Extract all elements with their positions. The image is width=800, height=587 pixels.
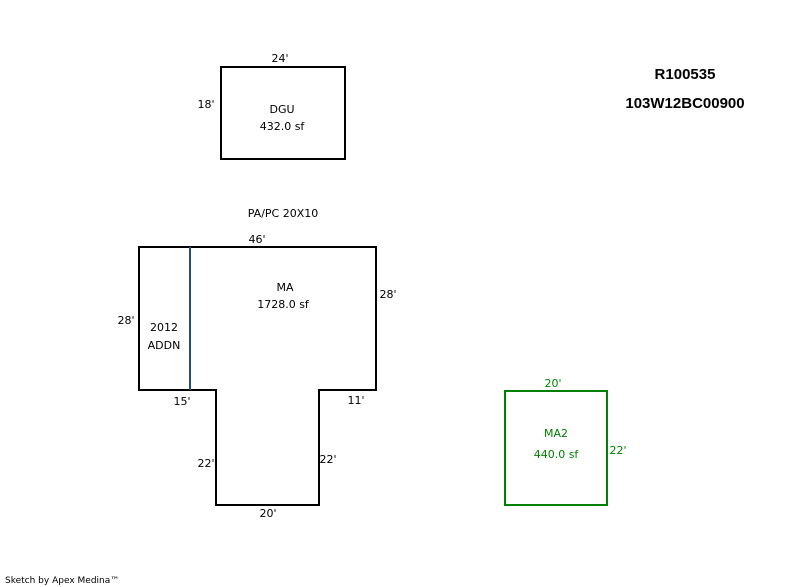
main-area-outline [138,246,377,506]
stem-right-label: 22' [319,453,336,466]
main-area-shape: 46' 28' 28' 15' 11' 22' 22' 20' MA 1728.… [117,233,396,520]
parcel-account: 103W12BC00900 [625,95,744,112]
parcel-id: R100535 [655,66,716,83]
dgu-outline [220,66,346,160]
stem-left-label: 22' [197,457,214,470]
ma2-height-label: 22' [609,444,626,457]
main-bottom-right-label: 11' [347,394,364,407]
dgu-area: 432.0 sf [260,120,306,133]
dgu-width-label: 24' [271,52,288,65]
main-right-label: 28' [379,288,396,301]
ma2-width-label: 20' [544,377,561,390]
main-top-label: 46' [248,233,265,246]
ma2-area: 440.0 sf [534,448,580,461]
ma2-name: MA2 [544,427,568,440]
stem-bottom-label: 20' [259,507,276,520]
sketch-credit: Sketch by Apex Medina™ [5,576,119,586]
addition-year: 2012 [150,321,178,334]
main-area-name: MA [276,281,293,294]
main-left-label: 28' [117,314,134,327]
dgu-name: DGU [269,103,294,116]
dgu-shape: 24' 18' DGU 432.0 sf [197,52,346,160]
main-area-value: 1728.0 sf [257,298,310,311]
main-bottom-left-label: 15' [173,395,190,408]
addition-name: ADDN [148,339,181,352]
porch-note: PA/PC 20X10 [248,207,319,220]
ma2-shape: 20' 22' MA2 440.0 sf [504,377,627,506]
dgu-height-label: 18' [197,98,214,111]
ma2-outline [504,390,608,506]
